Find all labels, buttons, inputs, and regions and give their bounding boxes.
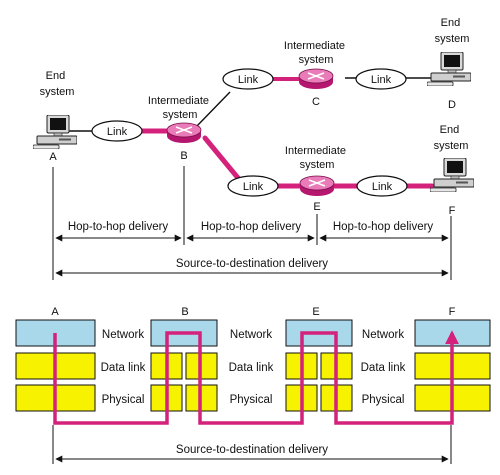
end-system-label: End system bbox=[435, 17, 470, 45]
link-label: Link bbox=[107, 126, 128, 138]
hop-to-hop-label-3: Hop-to-hop delivery bbox=[333, 221, 434, 233]
link-label: Link bbox=[372, 181, 393, 193]
layer-label-physical: Physical bbox=[102, 394, 145, 406]
router-icon bbox=[299, 175, 335, 197]
link-ellipse-icon bbox=[91, 120, 143, 142]
hop-arrows bbox=[55, 234, 449, 277]
node-D-label: D bbox=[448, 99, 456, 111]
node-B: Intermediate system B bbox=[148, 95, 212, 162]
link-E-F: Link bbox=[356, 175, 408, 197]
layer-label-data-link: Data link bbox=[101, 362, 146, 374]
hop-labels: Hop-to-hop delivery Hop-to-hop delivery … bbox=[58, 218, 444, 233]
layer-stacks: A B E F bbox=[15, 306, 491, 464]
topology: Link Link Link Link Link End system A bbox=[33, 17, 474, 217]
link-label: Link bbox=[238, 74, 259, 86]
layer-label-data-link: Data link bbox=[361, 362, 406, 374]
link-ellipse-icon bbox=[222, 68, 274, 90]
stack-label-E: E bbox=[312, 306, 319, 318]
node-A: End system A bbox=[33, 70, 77, 163]
source-destination-label-bottom: Source-to-destination delivery bbox=[172, 441, 336, 456]
node-F: End system F bbox=[430, 124, 474, 217]
link-ellipse-icon bbox=[356, 175, 408, 197]
router-icon bbox=[166, 122, 202, 144]
end-system-computer-icon bbox=[33, 115, 77, 149]
layer-label-physical: Physical bbox=[362, 394, 405, 406]
hop-to-hop-label-2: Hop-to-hop delivery bbox=[201, 221, 302, 233]
end-system-computer-icon bbox=[430, 158, 474, 192]
node-E-label: E bbox=[313, 201, 320, 213]
node-B-label: B bbox=[180, 150, 187, 162]
link-C-D: Link bbox=[355, 68, 407, 90]
link-B-E: Link bbox=[227, 175, 279, 197]
end-system-label: End system bbox=[40, 70, 75, 98]
source-destination-label-top: Source-to-destination delivery bbox=[172, 255, 336, 270]
node-C: Intermediate system C bbox=[284, 40, 348, 108]
node-E: Intermediate system E bbox=[285, 145, 349, 213]
link-B-C: Link bbox=[222, 68, 274, 90]
layer-label-data-link: Data link bbox=[229, 362, 274, 374]
layer-label-network: Network bbox=[230, 329, 272, 341]
source-to-destination-label: Source-to-destination delivery bbox=[176, 258, 328, 270]
stack-label-B: B bbox=[181, 306, 188, 318]
node-D: End system D bbox=[427, 17, 471, 111]
delivery-spans: Hop-to-hop delivery Hop-to-hop delivery … bbox=[52, 166, 452, 280]
layer-label-physical: Physical bbox=[230, 394, 273, 406]
layer-label-network: Network bbox=[102, 329, 144, 341]
link-ellipse-icon bbox=[227, 175, 279, 197]
data-path bbox=[53, 330, 459, 425]
link-label: Link bbox=[243, 181, 264, 193]
node-A-label: A bbox=[49, 151, 57, 163]
layer-labels: Network Data link Physical Network Data … bbox=[101, 329, 406, 406]
end-system-computer-icon bbox=[427, 52, 471, 86]
layer-label-network: Network bbox=[362, 329, 404, 341]
end-system-label: End system bbox=[434, 124, 469, 152]
stack-column-labels: A B E F bbox=[51, 306, 455, 318]
intermediate-system-label: Intermediate system bbox=[148, 95, 212, 121]
bottom-guide-lines bbox=[52, 425, 452, 464]
intermediate-system-label: Intermediate system bbox=[284, 40, 348, 66]
intermediate-system-label: Intermediate system bbox=[285, 145, 349, 171]
guide-lines bbox=[52, 166, 452, 280]
link-ellipse-icon bbox=[355, 68, 407, 90]
link-label: Link bbox=[371, 74, 392, 86]
source-to-destination-label: Source-to-destination delivery bbox=[176, 444, 328, 456]
stack-label-A: A bbox=[51, 306, 59, 318]
hop-to-hop-label-1: Hop-to-hop delivery bbox=[68, 221, 169, 233]
router-icon bbox=[298, 68, 334, 90]
link-A-B: Link bbox=[91, 120, 143, 142]
stack-label-F: F bbox=[449, 306, 456, 318]
node-C-label: C bbox=[312, 96, 320, 108]
node-F-label: F bbox=[449, 205, 456, 217]
